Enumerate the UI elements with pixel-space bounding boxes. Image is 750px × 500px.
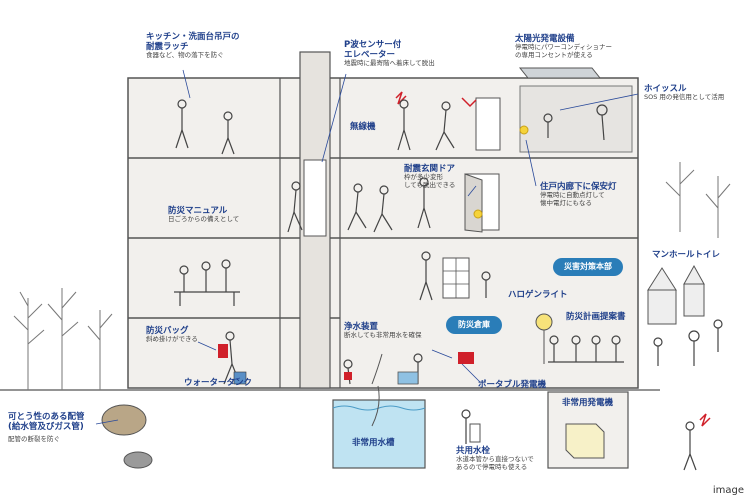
hydrant-title: 共用水栓 <box>456 446 491 456</box>
hq-badge: 災害対策本部 <box>553 258 623 276</box>
pipes-title: 可とう性のある配管 <box>8 412 85 422</box>
halogen-label: ハロゲンライト <box>508 290 568 300</box>
wireless-title: 無線機 <box>350 122 376 132</box>
solar-label: 太陽光発電設備 停電時にパワーコンディショナー の専用コンセントが使える <box>515 34 612 60</box>
emergency-tank-title: 非常用水槽 <box>352 438 395 448</box>
meeting-title: 防災計画提案書 <box>566 312 626 322</box>
whistle-label: ホイッスル SOS 用の発信用として活用 <box>644 84 724 102</box>
pipe-joint <box>123 451 153 469</box>
bag-desc: 斜め掛けができる <box>146 335 198 344</box>
manhole-toilet-tent <box>683 264 705 285</box>
elevator-car <box>303 159 327 237</box>
meeting-label: 防災計画提案書 <box>566 312 626 322</box>
hydrant-desc: あるので停電時も使える <box>456 462 528 471</box>
portable-generator-label: ポータブル発電機 <box>478 380 546 390</box>
water-purifier-icon <box>397 371 419 385</box>
pipes-title: (給水管及びガス管) <box>8 422 84 433</box>
door-desc: しても脱出できる <box>404 180 456 189</box>
shared-faucet-icon <box>469 423 481 443</box>
portable-generator-icon <box>458 352 474 364</box>
manhole-label: マンホールトイレ <box>652 250 720 260</box>
emergency-generator <box>565 423 605 459</box>
door-desc: 枠が多少変形 <box>404 173 443 182</box>
manhole-title: マンホールトイレ <box>652 250 721 260</box>
manhole-toilet-tent <box>647 267 677 291</box>
door-title: 耐震玄関ドア <box>404 164 456 174</box>
emergency-generator-label: 非常用発電機 <box>562 398 613 408</box>
hydrant-label: 共用水栓 水道本管から直接つないで あるので停電時も使える <box>456 446 534 472</box>
manual-title: 防災マニュアル <box>168 206 228 216</box>
corridor-light-desc: 懐中電灯にもなる <box>540 198 592 207</box>
pipes-label: 可とう性のある配管 (給水管及びガス管) 配管の断裂を防ぐ <box>8 412 85 444</box>
solar-panel <box>518 67 602 79</box>
pipes-desc: 配管の断裂を防ぐ <box>8 435 60 444</box>
purifier-desc: 断水しても非常用水を確保 <box>344 331 422 340</box>
person-accent <box>344 372 352 380</box>
door <box>475 97 501 151</box>
security-light-icon <box>519 125 529 135</box>
emergency-generator-title: 非常用発電機 <box>562 398 614 408</box>
wireless-label: 無線機 <box>350 122 376 132</box>
purifier-title: 浄水装置 <box>344 322 379 332</box>
bag-title: 防災バッグ <box>146 326 189 336</box>
flexible-pipe <box>101 404 147 436</box>
security-light-icon <box>473 209 483 219</box>
emergency-tank-label: 非常用水槽 <box>352 438 395 448</box>
leader-lines <box>95 69 639 425</box>
whistle-title: ホイッスル <box>644 84 687 94</box>
disaster-bag-icon <box>218 344 228 358</box>
purifier-label: 浄水装置 断水しても非常用水を確保 <box>344 322 421 340</box>
halogen-light-icon <box>535 313 553 331</box>
whistle-desc: SOS 用の発信用として活用 <box>644 93 725 102</box>
bag-label: 防災バッグ 斜め掛けができる <box>146 326 198 344</box>
storage-badge: 防災倉庫 <box>446 316 502 334</box>
solar-desc: 停電時にパワーコンディショナー <box>515 43 613 52</box>
elevator-title: P波センサー付 <box>344 40 402 50</box>
door-label: 耐震玄関ドア 枠が多少変形 しても脱出できる <box>404 164 455 190</box>
hydrant-desc: 水道本管から直接つないで <box>456 455 534 464</box>
kitchen-latch-title: キッチン・洗面台吊戸の <box>146 32 240 42</box>
corridor-light-title: 住戸内廊下に保安灯 <box>540 182 617 192</box>
corridor-light-label: 住戸内廊下に保安灯 停電時に自動点灯して 懐中電灯にもなる <box>540 182 617 208</box>
water-wave <box>332 405 426 411</box>
portable-generator-title: ポータブル発電機 <box>478 380 547 390</box>
kitchen-latch-label: キッチン・洗面台吊戸の 耐震ラッチ 食器など、物の落下を防ぐ <box>146 32 240 60</box>
room <box>519 85 633 153</box>
solar-title: 太陽光発電設備 <box>515 34 575 44</box>
solar-desc: の専用コンセントが使える <box>515 50 593 59</box>
water-tank-title: ウォータータンク <box>184 378 253 388</box>
kitchen-latch-desc: 食器など、物の落下を防ぐ <box>146 51 224 60</box>
tree-left <box>13 288 113 390</box>
elevator-label: P波センサー付 エレベーター 地震時に最寄階へ着床して脱出 <box>344 40 435 68</box>
manhole-toilet-tent <box>647 289 677 325</box>
water-tank-label: ウォータータンク <box>184 378 252 388</box>
pipe-line <box>371 353 383 427</box>
kitchen-latch-title: 耐震ラッチ <box>146 42 189 53</box>
manhole-toilet-tent <box>683 283 705 317</box>
elevator-title: エレベーター <box>344 50 396 61</box>
door-leaf <box>464 173 483 233</box>
emergency-water-tank <box>332 399 426 469</box>
elevator-desc: 地震時に最寄階へ着床して脱出 <box>344 59 435 68</box>
tree-right <box>665 162 731 238</box>
manual-desc: 日ごろからの備えとして <box>168 215 240 224</box>
halogen-title: ハロゲンライト <box>508 290 568 300</box>
corridor-light-desc: 停電時に自動点灯して <box>540 191 605 200</box>
watermark: image <box>712 485 744 496</box>
manual-label: 防災マニュアル 日ごろからの備えとして <box>168 206 239 224</box>
